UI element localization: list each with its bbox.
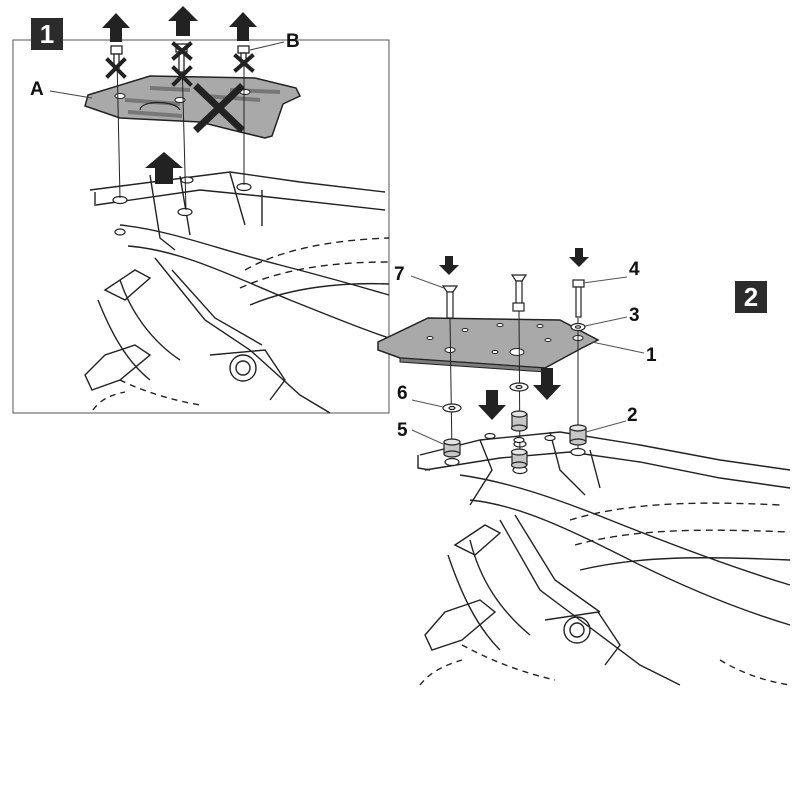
callout-1: 1 (646, 345, 657, 366)
callout-b: B (286, 31, 300, 52)
motorcycle-rear-2 (417, 431, 791, 686)
spacer-2 (569, 424, 587, 446)
callout-5: 5 (397, 420, 408, 441)
panel-step-2 (377, 248, 791, 686)
spacer-5 (443, 438, 461, 458)
washers (442, 322, 586, 413)
callout-leaders-1 (49, 41, 285, 99)
rack-holes-2 (444, 432, 586, 475)
callout-a: A (30, 79, 44, 100)
callout-4: 4 (629, 259, 640, 280)
step-1-badge: 1 (31, 18, 63, 50)
bolt-center (510, 274, 528, 282)
bolt-right-old (237, 45, 250, 54)
step-2-badge: 2 (735, 281, 767, 313)
callout-leaders-2 (410, 275, 645, 445)
spacer-center-lower (510, 448, 528, 469)
callout-2: 2 (627, 405, 638, 426)
panel-step-1 (12, 6, 390, 414)
bolt-4 (572, 279, 585, 288)
callout-7: 7 (394, 264, 405, 285)
spacer-center-upper (510, 410, 528, 432)
arrow-down-icon (439, 248, 589, 420)
alignment-lines-1 (116, 55, 245, 211)
bolt-left-old (110, 45, 123, 55)
rack-holes-1 (112, 176, 252, 236)
new-mounting-plate (377, 317, 600, 373)
cross-icon (105, 41, 255, 133)
spacers (443, 410, 587, 469)
bolt-7 (441, 285, 459, 293)
bolts-new (441, 274, 585, 319)
callout-3: 3 (629, 305, 640, 326)
arrow-up-icon (102, 6, 257, 184)
motorcycle-rear-1 (84, 171, 390, 414)
callout-6: 6 (397, 383, 408, 404)
